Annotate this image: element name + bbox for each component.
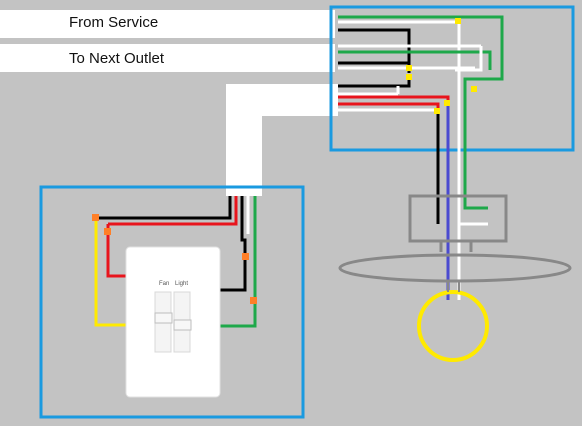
bulb-leads — [447, 281, 460, 292]
from-service-label: From Service — [69, 14, 159, 31]
light-bulb — [417, 290, 489, 362]
slider-knob-fan[interactable] — [154, 312, 173, 324]
junction-wire-nuts — [406, 18, 477, 114]
from-service-cable — [0, 10, 335, 38]
switch-fan-label: Fan — [159, 281, 170, 287]
outlet-wires — [338, 44, 492, 73]
switch-box-wires — [94, 196, 257, 328]
to-next-outlet-cable — [0, 44, 335, 72]
switch-plate — [125, 246, 221, 398]
switch-light-label: Light — [175, 281, 189, 287]
switch-cable — [226, 84, 338, 196]
switch-cable-wires — [338, 76, 450, 112]
switch-box — [39, 185, 305, 419]
fan-downrod — [439, 241, 473, 252]
to-next-outlet-label: To Next Outlet — [69, 50, 165, 67]
fan-motor-housing — [408, 194, 508, 243]
fan-blade-ring — [338, 253, 572, 283]
fan-leads — [436, 90, 488, 300]
switch-box-wire-nuts — [92, 214, 257, 304]
ceiling-junction-box — [329, 5, 575, 152]
slider-knob-light[interactable] — [173, 319, 192, 331]
